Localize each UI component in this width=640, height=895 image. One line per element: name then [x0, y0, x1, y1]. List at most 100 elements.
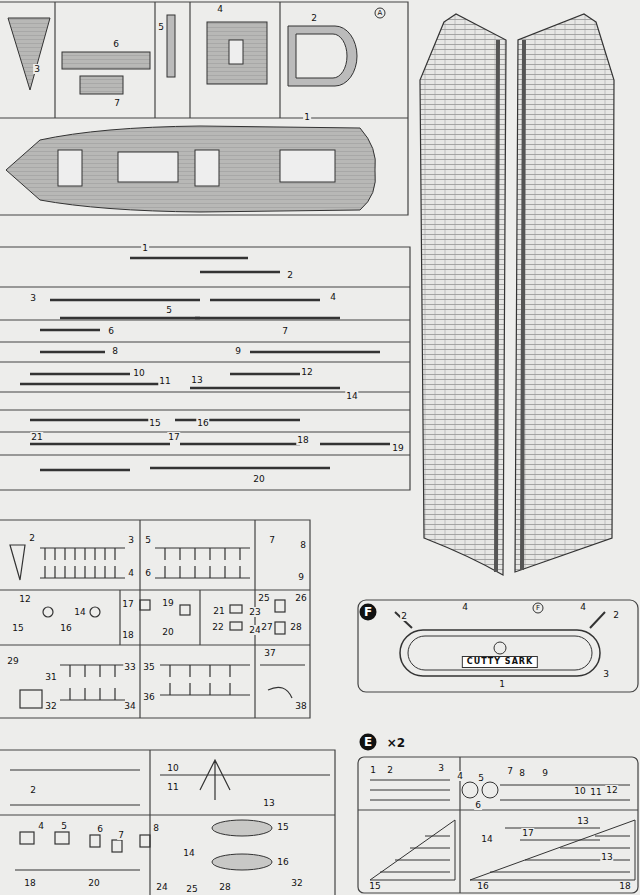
callout-number: 31	[44, 672, 57, 682]
callout-number: 17	[167, 432, 180, 442]
callout-number: 7	[268, 535, 276, 545]
callout-number: 16	[59, 623, 72, 633]
callout-number: 3	[33, 64, 41, 74]
callout-number: 8	[111, 346, 119, 356]
callout-number: 15	[11, 623, 24, 633]
callout-number: 5	[477, 773, 485, 783]
callout-number: 23	[248, 607, 261, 617]
callout-number: 13	[576, 816, 589, 826]
callout-number: 15	[276, 822, 289, 832]
callout-number: 4	[329, 292, 337, 302]
name-plate: CUTTY SARK	[462, 656, 538, 668]
callout-number: 12	[18, 594, 31, 604]
callout-number: 4	[456, 771, 464, 781]
callout-number: 2	[28, 533, 36, 543]
callout-number: 2	[310, 13, 318, 23]
callout-number: 38	[294, 701, 307, 711]
callout-number: 8	[299, 540, 307, 550]
callout-number: 17	[521, 828, 534, 838]
callout-number: 13	[600, 852, 613, 862]
callout-number: 24	[155, 882, 168, 892]
callout-number: 1	[369, 765, 377, 775]
callout-number: 13	[190, 375, 203, 385]
callout-number: 19	[161, 598, 174, 608]
callout-number: 14	[182, 848, 195, 858]
callout-number: 11	[166, 782, 179, 792]
callout-number: 28	[289, 622, 302, 632]
callout-number: 10	[166, 763, 179, 773]
callout-number: 29	[6, 656, 19, 666]
callout-number: 32	[290, 878, 303, 888]
callout-number: 15	[148, 418, 161, 428]
callout-number: 3	[437, 763, 445, 773]
callout-number: 14	[345, 391, 358, 401]
callout-number: A	[375, 8, 386, 19]
callout-number: 12	[300, 367, 313, 377]
callout-number: 9	[541, 768, 549, 778]
callout-number: 7	[113, 98, 121, 108]
callout-number: 32	[44, 701, 57, 711]
callout-number: 19	[391, 443, 404, 453]
callout-number: 2	[400, 611, 408, 621]
callout-number: 6	[474, 800, 482, 810]
callout-number: 16	[276, 857, 289, 867]
callout-number: 2	[29, 785, 37, 795]
callout-number: 11	[158, 376, 171, 386]
callout-number: 37	[263, 648, 276, 658]
callout-number: 21	[212, 606, 225, 616]
sprue-letter: E	[360, 734, 377, 751]
callout-number: 20	[87, 878, 100, 888]
callout-number: 1	[303, 112, 311, 122]
callout-number: 35	[142, 662, 155, 672]
callout-number: 8	[518, 768, 526, 778]
callout-number: 33	[123, 662, 136, 672]
callout-number: 9	[234, 346, 242, 356]
callout-number: 6	[96, 824, 104, 834]
callout-number: 4	[216, 4, 224, 14]
callout-number: 15	[368, 881, 381, 891]
callout-number: 14	[480, 834, 493, 844]
callout-number: 5	[144, 535, 152, 545]
callout-number: 11	[589, 787, 602, 797]
sprue-letter: F	[360, 604, 377, 621]
callout-number: 7	[281, 326, 289, 336]
callout-number: 5	[157, 22, 165, 32]
callout-number: 1	[498, 679, 506, 689]
callout-number: 7	[117, 830, 125, 840]
callout-number: 18	[618, 881, 631, 891]
callout-number: 3	[127, 535, 135, 545]
callout-number: 5	[165, 305, 173, 315]
callout-number: 13	[262, 798, 275, 808]
callout-number: 2	[612, 610, 620, 620]
callout-number: 8	[152, 823, 160, 833]
callout-number: F	[533, 603, 544, 614]
callout-number: 2	[286, 270, 294, 280]
callout-number: 4	[461, 602, 469, 612]
callout-number: 18	[121, 630, 134, 640]
callout-number: 27	[260, 622, 273, 632]
callout-number: 25	[185, 884, 198, 894]
callout-number: 10	[132, 368, 145, 378]
callout-number: 3	[602, 669, 610, 679]
callout-number: 4	[127, 568, 135, 578]
quantity-label: ×2	[386, 738, 406, 748]
callout-number: 9	[297, 572, 305, 582]
callout-number: 28	[218, 882, 231, 892]
callout-number: 2	[386, 765, 394, 775]
callout-number: 5	[60, 821, 68, 831]
callout-number: 34	[123, 701, 136, 711]
callout-number: 3	[29, 293, 37, 303]
callout-number: 6	[112, 39, 120, 49]
callout-number: 4	[37, 821, 45, 831]
callout-number: 6	[107, 326, 115, 336]
callout-number: 16	[476, 881, 489, 891]
callout-number: 14	[73, 607, 86, 617]
callout-number: 7	[506, 766, 514, 776]
callout-number: 1	[141, 243, 149, 253]
callout-number: 4	[579, 602, 587, 612]
callout-number: 25	[257, 593, 270, 603]
callout-number: 20	[161, 627, 174, 637]
callout-number: 10	[573, 786, 586, 796]
callout-number: 18	[23, 878, 36, 888]
